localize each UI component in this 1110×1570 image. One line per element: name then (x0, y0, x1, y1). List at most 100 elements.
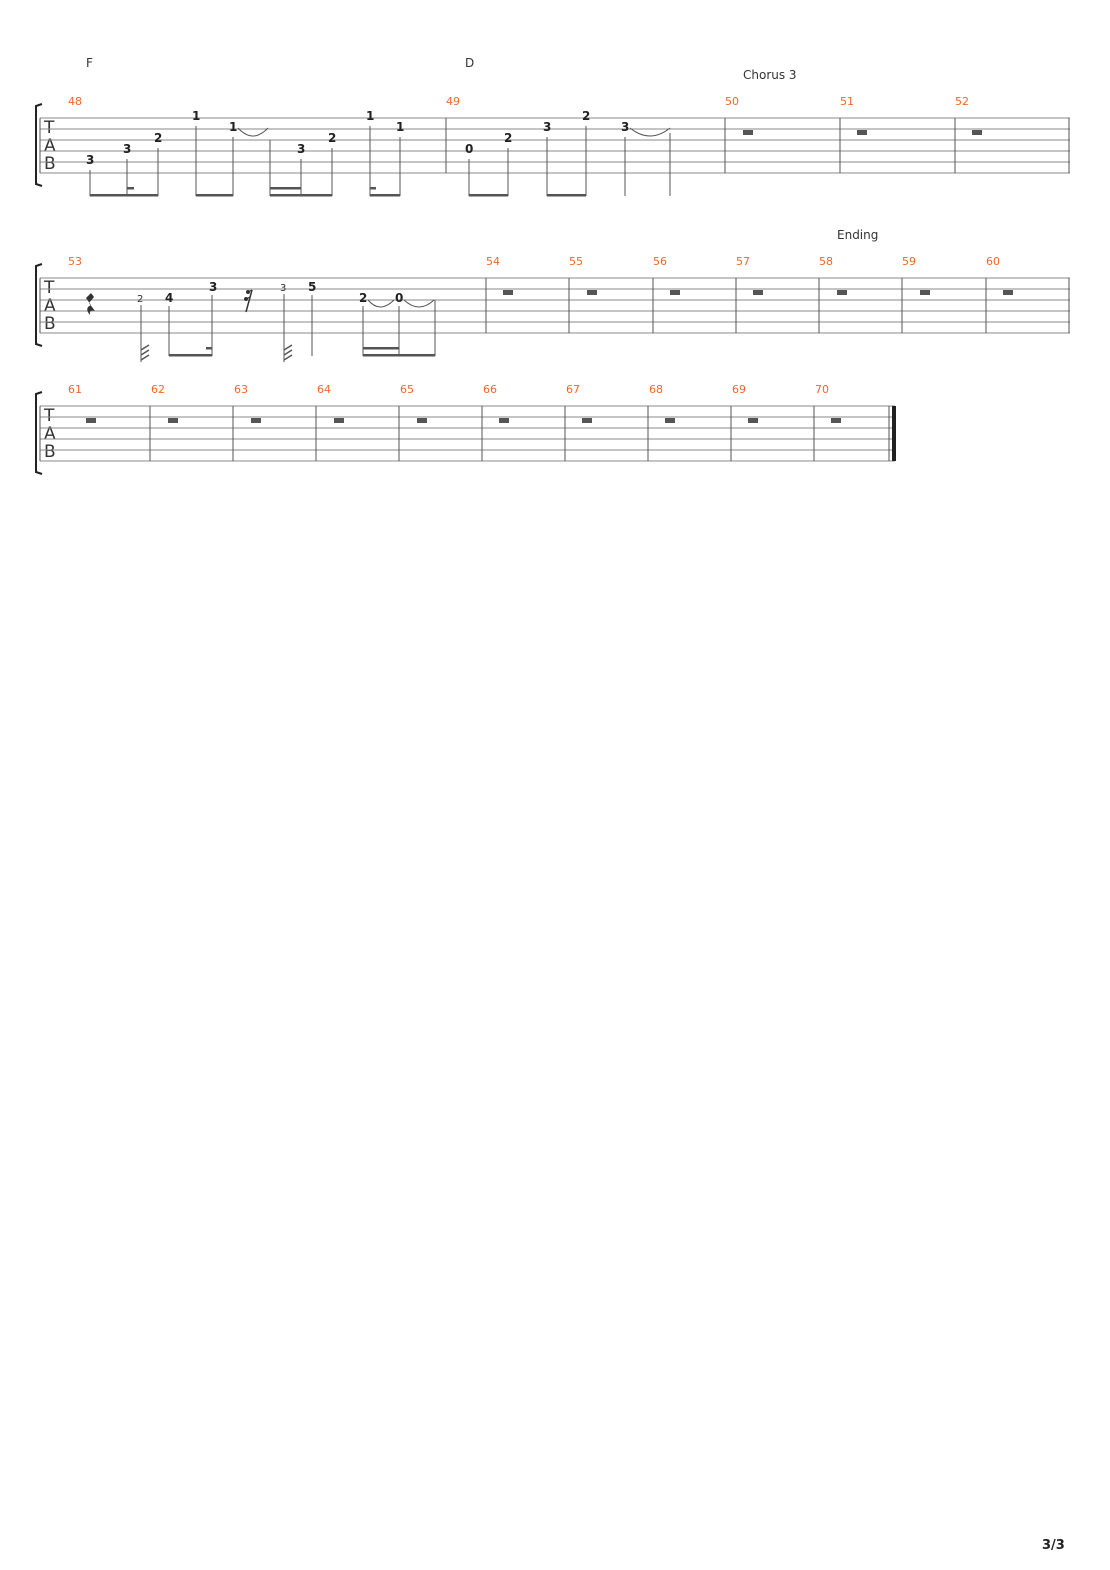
system-1: T A B F D Chorus 3 48 49 50 51 52 3 3 (35, 56, 1070, 197)
sixteenth-rest (244, 289, 253, 313)
fret-number: 3 (621, 120, 629, 134)
tie (403, 299, 435, 308)
chord-symbol: D (465, 56, 474, 70)
whole-rest (670, 290, 680, 295)
measure-number: 64 (317, 383, 331, 396)
fret-number: 1 (366, 109, 374, 123)
measure-number: 55 (569, 255, 583, 268)
measure-number: 49 (446, 95, 460, 108)
measure-number: 66 (483, 383, 497, 396)
measure-number: 68 (649, 383, 663, 396)
whole-rest (417, 418, 427, 423)
measure-number: 61 (68, 383, 82, 396)
fret-number: 0 (465, 142, 473, 156)
tab-clef-t: T (43, 406, 55, 426)
measure-number: 52 (955, 95, 969, 108)
fret-number: 5 (308, 280, 316, 294)
chord-symbol: F (86, 56, 93, 70)
whole-rest (587, 290, 597, 295)
measure-number: 67 (566, 383, 580, 396)
whole-rest (753, 290, 763, 295)
fret-number: 0 (395, 291, 403, 305)
whole-rest (920, 290, 930, 295)
measure-number: 53 (68, 255, 82, 268)
fret-number: 2 (359, 291, 367, 305)
tie (367, 299, 395, 308)
tab-clef-b: B (44, 442, 56, 462)
system-brace (35, 103, 43, 187)
whole-rest (743, 130, 753, 135)
measure-number: 60 (986, 255, 1000, 268)
tab-clef-a: A (44, 424, 56, 444)
measure-number: 59 (902, 255, 916, 268)
fret-number: 3 (280, 283, 286, 294)
fret-number: 3 (297, 142, 305, 156)
staff-lines (40, 405, 895, 462)
whole-rest (168, 418, 178, 423)
whole-rest (748, 418, 758, 423)
measure-number: 69 (732, 383, 746, 396)
measure-number: 54 (486, 255, 500, 268)
tab-clef-t: T (43, 278, 55, 298)
fret-number: 3 (209, 280, 217, 294)
section-marker: Chorus 3 (743, 68, 797, 82)
fret-number: 3 (86, 153, 94, 167)
page-number: 3/3 (1042, 1538, 1065, 1553)
quarter-rest (86, 289, 95, 315)
measure-number: 70 (815, 383, 829, 396)
whole-rest (503, 290, 513, 295)
whole-rest (1003, 290, 1013, 295)
fret-number: 2 (328, 131, 336, 145)
whole-rest (499, 418, 509, 423)
fret-number: 2 (582, 109, 590, 123)
measure-number: 48 (68, 95, 82, 108)
measure-number: 62 (151, 383, 165, 396)
whole-rest (334, 418, 344, 423)
fret-number: 1 (192, 109, 200, 123)
system-3: T A B 61 62 63 64 65 (35, 383, 896, 475)
staff-lines (40, 277, 1070, 334)
fret-number: 2 (154, 131, 162, 145)
tab-clef-b: B (44, 314, 56, 334)
fret-number: 4 (165, 291, 173, 305)
tab-clef-a: A (44, 296, 56, 316)
tab-clef-a: A (44, 136, 56, 156)
measure-number: 51 (840, 95, 854, 108)
system-2: T A B Ending 53 54 55 56 57 58 5 (35, 228, 1070, 362)
staff-lines (40, 117, 1070, 174)
tab-clef-b: B (44, 154, 56, 174)
fret-number: 1 (396, 120, 404, 134)
measure-number: 63 (234, 383, 248, 396)
tab-clef-t: T (43, 118, 55, 138)
whole-rest (857, 130, 867, 135)
fret-number: 2 (504, 131, 512, 145)
barlines (39, 406, 896, 461)
barlines (39, 118, 1070, 173)
measure-number: 57 (736, 255, 750, 268)
fret-number: 1 (229, 120, 237, 134)
fret-number: 2 (137, 294, 143, 305)
whole-rest (837, 290, 847, 295)
measure-number: 65 (400, 383, 414, 396)
barlines (39, 278, 1070, 333)
measure-number: 56 (653, 255, 667, 268)
whole-rest (831, 418, 841, 423)
whole-rest (665, 418, 675, 423)
fret-number: 3 (543, 120, 551, 134)
tie (629, 127, 671, 137)
rhythm-notation (89, 126, 671, 197)
system-brace (35, 391, 43, 475)
fret-number: 3 (123, 142, 131, 156)
measure-number: 50 (725, 95, 739, 108)
whole-rest (251, 418, 261, 423)
final-barline (892, 406, 896, 461)
system-brace (35, 263, 43, 347)
tie (237, 127, 269, 137)
whole-rest (972, 130, 982, 135)
section-marker: Ending (837, 228, 878, 242)
whole-rest (582, 418, 592, 423)
whole-rest (86, 418, 96, 423)
rhythm-notation (140, 294, 436, 362)
measure-number: 58 (819, 255, 833, 268)
